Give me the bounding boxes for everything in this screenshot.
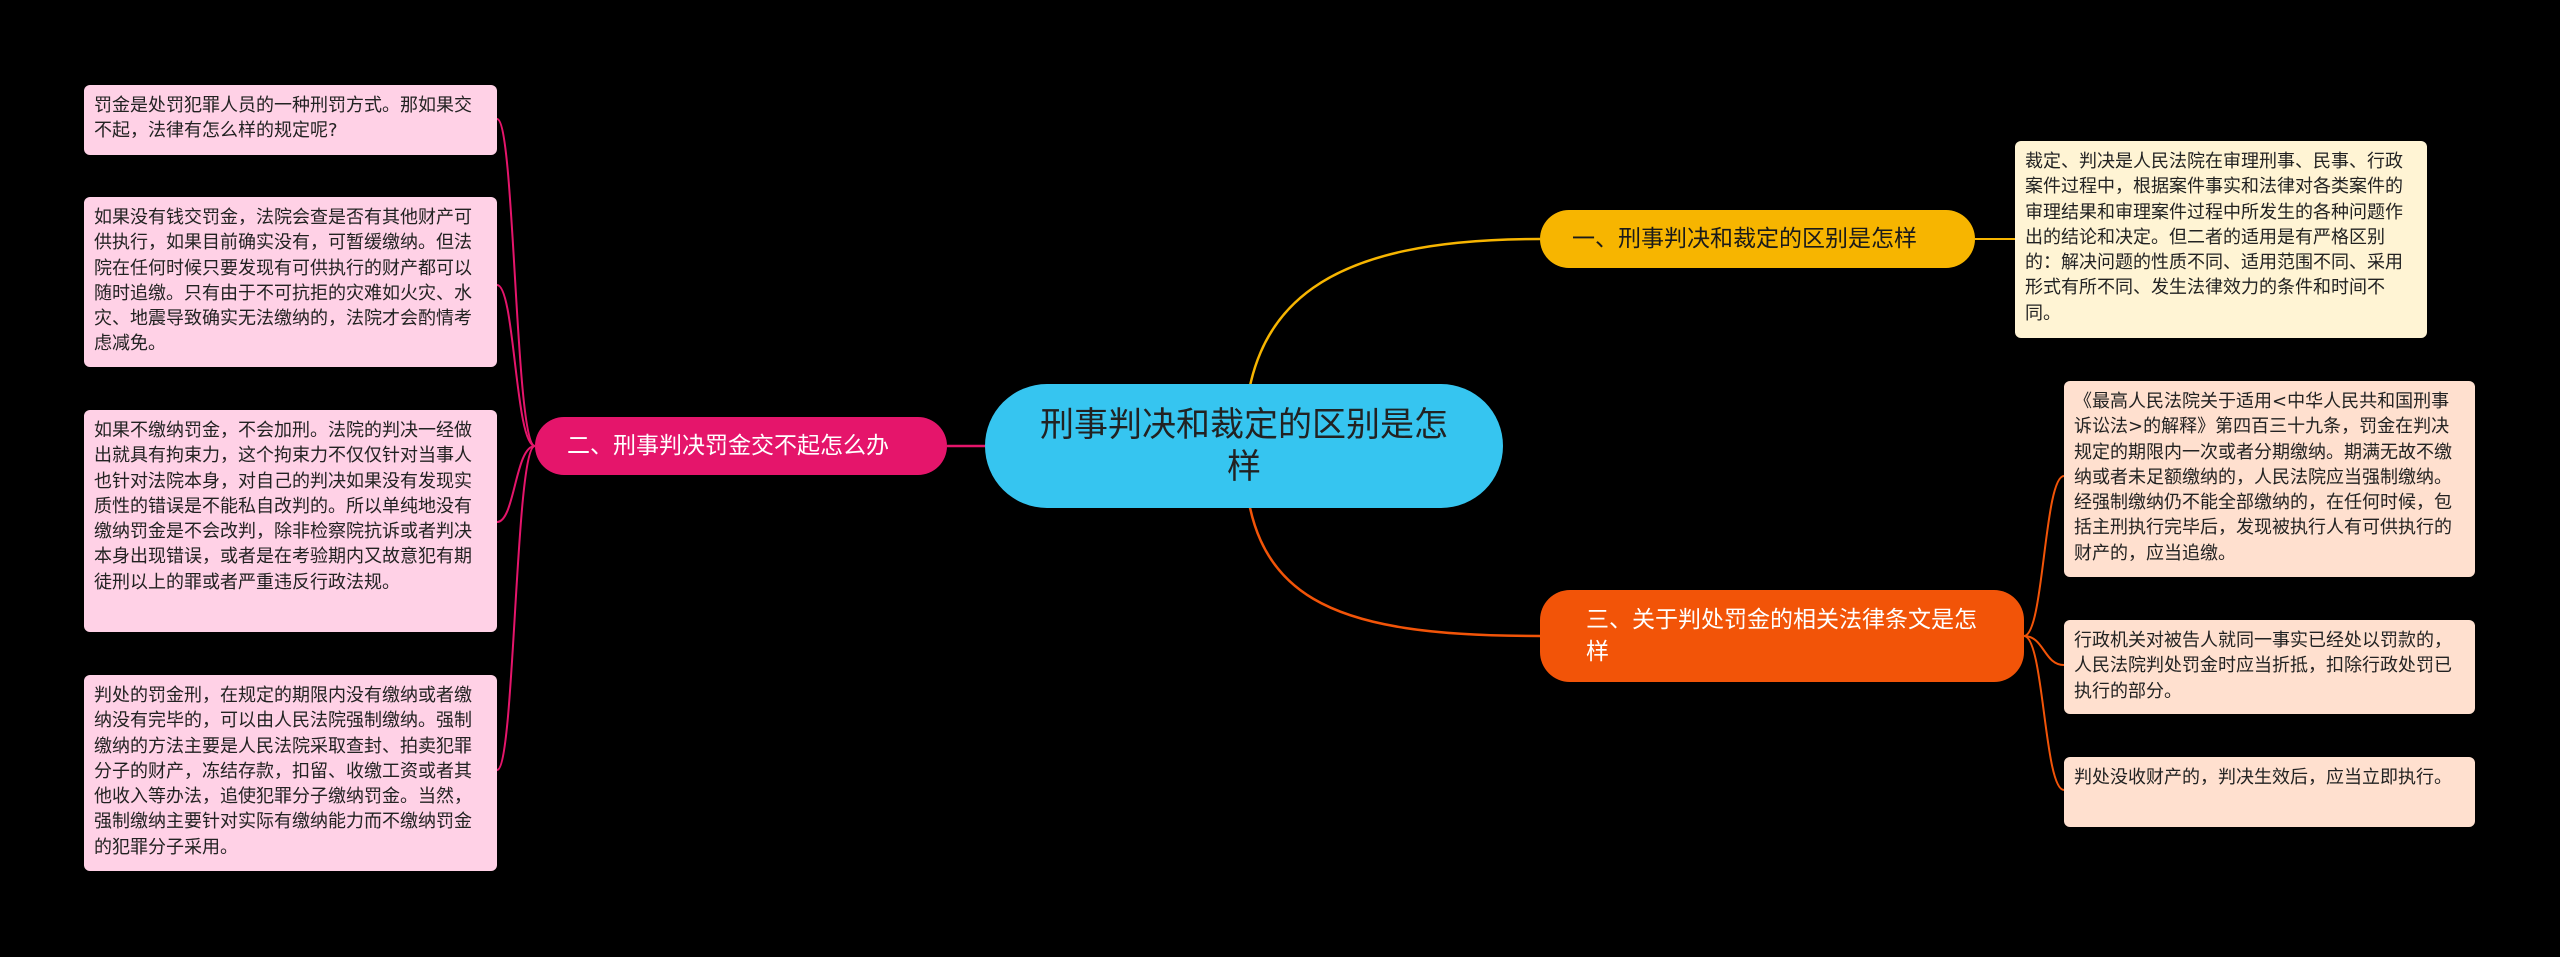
- link-branch2-leaf2: [496, 284, 536, 447]
- leaf-branch3-2[interactable]: 行政机关对被告人就同一事实已经处以罚款的，人民法院判处罚金时应当折抵，扣除行政处…: [2064, 620, 2475, 714]
- leaf-text: 行政机关对被告人就同一事实已经处以罚款的，人民法院判处罚金时应当折抵，扣除行政处…: [2074, 630, 2452, 702]
- leaf-branch2-3[interactable]: 如果不缴纳罚金，不会加刑。法院的判决一经做出就具有拘束力，这个拘束力不仅仅针对当…: [84, 410, 497, 632]
- leaf-text: 裁定、判决是人民法院在审理刑事、民事、行政案件过程中，根据案件事实和法律对各类案…: [2025, 151, 2403, 324]
- branch-topic-2[interactable]: 二、刑事判决罚金交不起怎么办: [535, 417, 947, 475]
- link-branch3-leaf3: [2023, 635, 2065, 791]
- link-branch3-leaf2: [2023, 635, 2065, 666]
- leaf-branch1-1[interactable]: 裁定、判决是人民法院在审理刑事、民事、行政案件过程中，根据案件事实和法律对各类案…: [2015, 141, 2427, 338]
- leaf-text: 如果不缴纳罚金，不会加刑。法院的判决一经做出就具有拘束力，这个拘束力不仅仅针对当…: [94, 420, 472, 593]
- root-topic[interactable]: 刑事判决和裁定的区别是怎样: [985, 384, 1503, 508]
- link-branch2-leaf1: [496, 118, 536, 447]
- leaf-branch2-1[interactable]: 罚金是处罚犯罪人员的一种刑罚方式。那如果交不起，法律有怎么样的规定呢?: [84, 85, 497, 155]
- leaf-branch2-2[interactable]: 如果没有钱交罚金，法院会查是否有其他财产可供执行，如果目前确实没有，可暂缓缴纳。…: [84, 197, 497, 367]
- leaf-branch3-1[interactable]: 《最高人民法院关于适用<中华人民共和国刑事诉讼法>的解释》第四百三十九条，罚金在…: [2064, 381, 2475, 577]
- leaf-branch3-3[interactable]: 判处没收财产的，判决生效后，应当立即执行。: [2064, 757, 2475, 827]
- branch-topic-3[interactable]: 三、关于判处罚金的相关法律条文是怎样: [1540, 590, 2024, 682]
- leaf-text: 判处的罚金刑，在规定的期限内没有缴纳或者缴纳没有完毕的，可以由人民法院强制缴纳。…: [94, 685, 472, 858]
- leaf-text: 《最高人民法院关于适用<中华人民共和国刑事诉讼法>的解释》第四百三十九条，罚金在…: [2074, 391, 2452, 564]
- link-branch3-leaf1: [2023, 475, 2065, 637]
- branch-topic-1[interactable]: 一、刑事判决和裁定的区别是怎样: [1540, 210, 1975, 268]
- leaf-text: 如果没有钱交罚金，法院会查是否有其他财产可供执行，如果目前确实没有，可暂缓缴纳。…: [94, 207, 472, 355]
- root-topic-label: 刑事判决和裁定的区别是怎样: [1040, 405, 1448, 487]
- branch-topic-1-label: 一、刑事判决和裁定的区别是怎样: [1572, 226, 1917, 252]
- leaf-text: 判处没收财产的，判决生效后，应当立即执行。: [2074, 767, 2452, 788]
- leaf-branch2-4[interactable]: 判处的罚金刑，在规定的期限内没有缴纳或者缴纳没有完毕的，可以由人民法院强制缴纳。…: [84, 675, 497, 871]
- branch-topic-3-label: 三、关于判处罚金的相关法律条文是怎样: [1586, 607, 1977, 665]
- branch-topic-2-label: 二、刑事判决罚金交不起怎么办: [567, 433, 889, 459]
- link-branch2-leaf3: [496, 445, 536, 523]
- link-branch2-leaf4: [496, 445, 536, 771]
- leaf-text: 罚金是处罚犯罪人员的一种刑罚方式。那如果交不起，法律有怎么样的规定呢?: [94, 95, 472, 142]
